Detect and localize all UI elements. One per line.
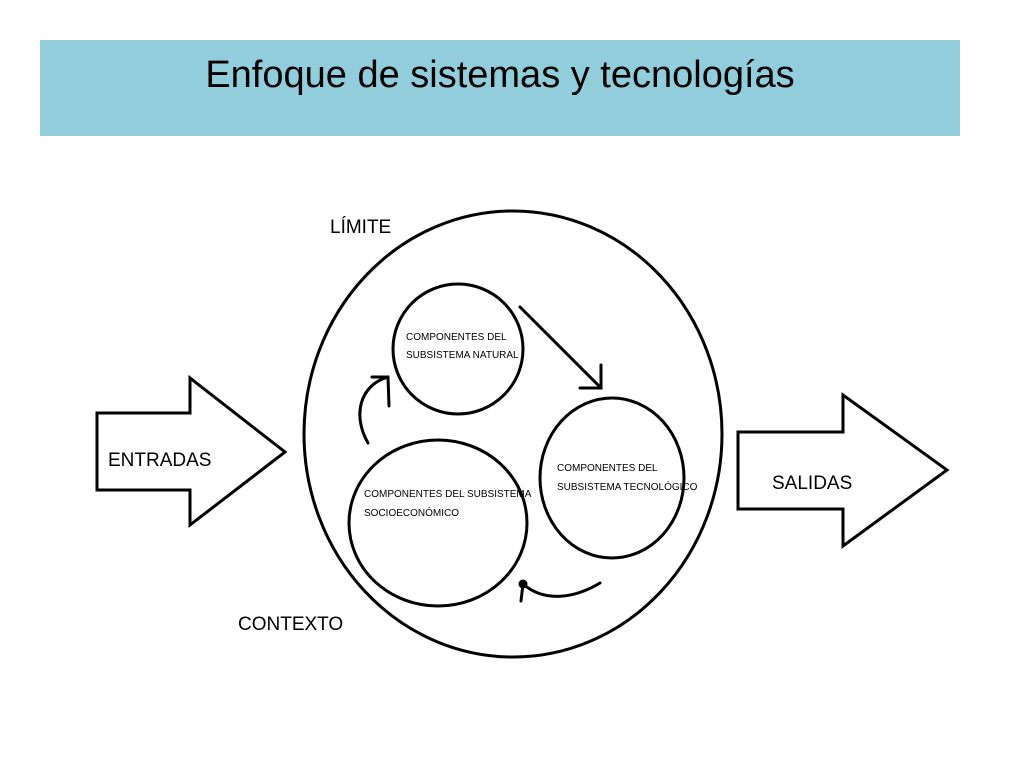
natural-subsystem-line1: COMPONENTES DEL xyxy=(406,332,507,343)
outputs-arrow xyxy=(736,392,950,549)
context-label: CONTEXTO xyxy=(238,614,343,635)
natural-subsystem-circle xyxy=(391,282,525,416)
limit-label: LÍMITE xyxy=(330,217,391,238)
socioeconomic-subsystem-circle xyxy=(347,438,529,608)
socioeconomic-subsystem-line1: COMPONENTES DEL SUBSISTEMA xyxy=(364,489,532,500)
cycle-arrow-socioeconomic-to-natural xyxy=(358,375,391,445)
technological-subsystem-line1: COMPONENTES DEL xyxy=(557,463,658,474)
inputs-label: ENTRADAS xyxy=(108,450,211,471)
natural-subsystem-line2: SUBSISTEMA NATURAL xyxy=(406,350,519,361)
system-boundary-circle xyxy=(302,209,724,659)
title-bar: Enfoque de sistemas y tecnologías xyxy=(40,40,960,136)
technological-subsystem-line2: SUBSISTEMA TECNOLÓGICO xyxy=(557,480,698,493)
cycle-arrow-natural-to-technological xyxy=(518,305,603,390)
outputs-label: SALIDAS xyxy=(772,473,852,494)
inputs-arrow xyxy=(95,374,288,529)
page-title: Enfoque de sistemas y tecnologías xyxy=(205,54,795,96)
cycle-arrow-technological-to-socioeconomic xyxy=(518,579,602,603)
socioeconomic-subsystem-line2: SOCIOECONÓMICO xyxy=(364,506,459,519)
technological-subsystem-circle xyxy=(538,396,686,560)
